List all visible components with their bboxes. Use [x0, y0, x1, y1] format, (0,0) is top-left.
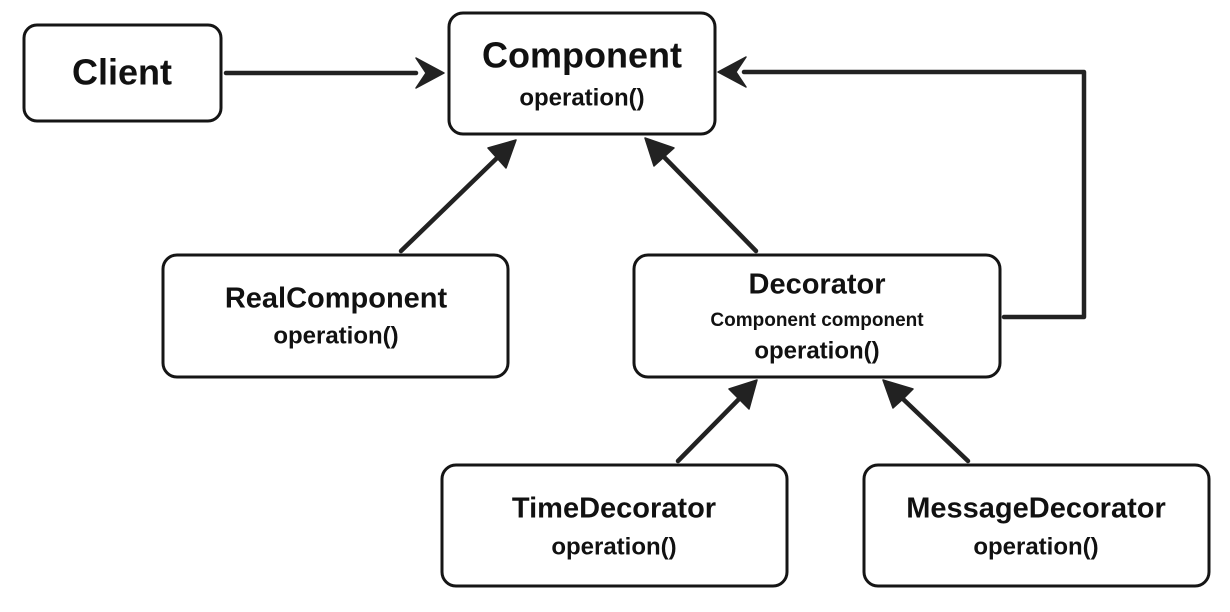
node-decorator-field: Component component	[710, 310, 924, 331]
node-decorator-title: Decorator	[749, 269, 886, 301]
node-client: Client	[22, 23, 223, 123]
node-decorator: Decorator Component component operation(…	[632, 253, 1002, 379]
node-client-title: Client	[72, 52, 172, 93]
node-realcomponent-title: RealComponent	[225, 283, 448, 315]
edge-messagedecorator-to-decorator	[882, 379, 971, 464]
edge-realcomponent-to-component	[398, 139, 517, 254]
arrowhead-icon	[487, 139, 517, 169]
arrowhead-icon	[728, 379, 758, 410]
arrowhead-icon	[415, 57, 445, 89]
edge-decorator-to-component	[644, 137, 759, 254]
arrowhead-icon	[644, 137, 675, 167]
node-messagedecorator-title: MessageDecorator	[906, 493, 1166, 525]
node-realcomponent-operation: operation()	[273, 322, 398, 349]
edge-client-to-component	[223, 57, 445, 89]
node-messagedecorator: MessageDecorator operation()	[862, 463, 1211, 588]
node-decorator-operation: operation()	[754, 337, 879, 364]
node-messagedecorator-operation: operation()	[973, 533, 1098, 560]
node-realcomponent: RealComponent operation()	[161, 253, 510, 379]
edge-timedecorator-to-decorator	[675, 379, 758, 464]
node-timedecorator-title: TimeDecorator	[512, 493, 716, 525]
node-timedecorator-operation: operation()	[551, 533, 676, 560]
node-component: Component operation()	[447, 11, 717, 136]
arrowhead-icon	[717, 56, 747, 88]
node-timedecorator: TimeDecorator operation()	[440, 463, 789, 588]
arrowhead-icon	[882, 379, 914, 409]
node-component-title: Component	[482, 35, 682, 76]
node-component-operation: operation()	[519, 84, 644, 111]
edge-decorator-field-to-component	[717, 56, 1087, 320]
